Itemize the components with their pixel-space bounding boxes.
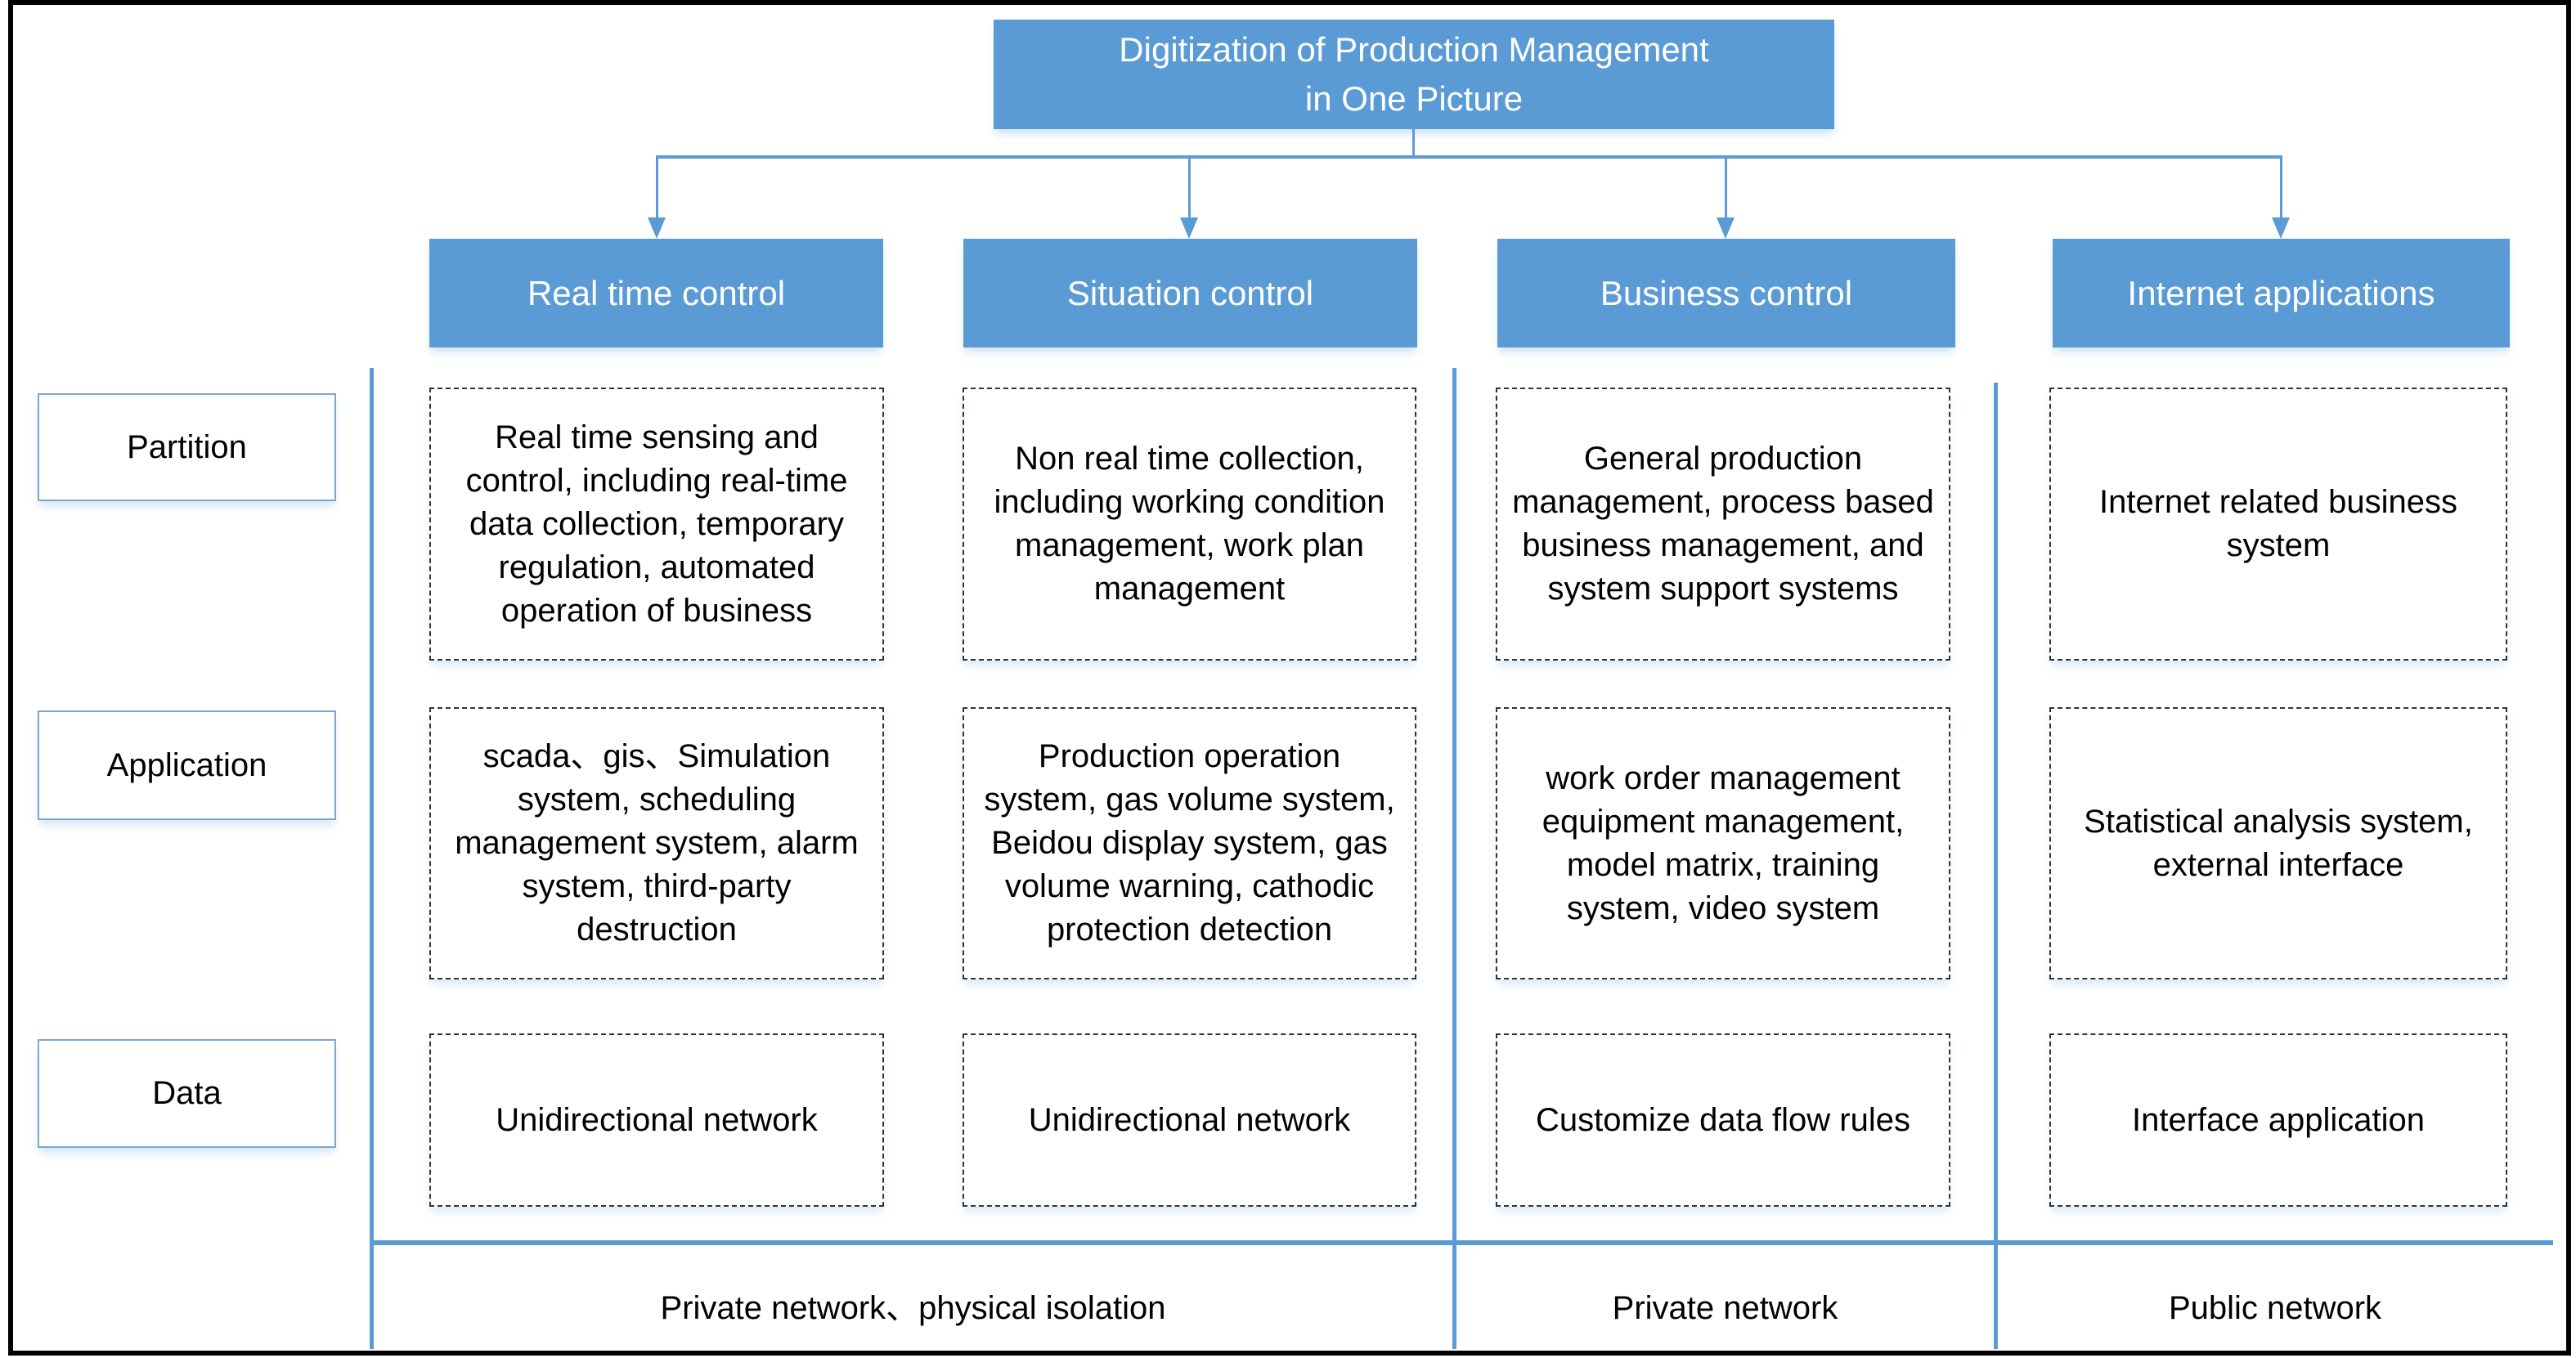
header-business-control: Business control: [1497, 239, 1955, 347]
connector-drop-1: [656, 157, 658, 219]
row-label-application: Application: [38, 710, 336, 820]
application-cell-internet: Statistical analysis system, external in…: [2049, 707, 2507, 979]
divider-private: [1452, 368, 1456, 1349]
cell-text: Customize data flow rules: [1536, 1101, 1910, 1138]
row-label-data: Data: [38, 1039, 336, 1148]
network-label-private-isolated: Private network、physical isolation: [660, 1290, 1166, 1326]
arrow-down-icon: [1717, 217, 1735, 239]
arrow-down-icon: [1180, 217, 1198, 239]
cell-text: Production operation system, gas volume …: [984, 738, 1395, 948]
header-real-time-control: Real time control: [429, 239, 883, 347]
title-line-2: in One Picture: [1304, 79, 1524, 118]
header-situation-control: Situation control: [963, 239, 1417, 347]
data-cell-internet: Interface application: [2049, 1033, 2507, 1207]
partition-cell-business: General production management, process b…: [1496, 388, 1950, 661]
row-label-text: Application: [106, 746, 267, 783]
data-cell-situation: Unidirectional network: [963, 1033, 1416, 1207]
header-internet-applications: Internet applications: [2053, 239, 2510, 347]
partition-cell-real-time: Real time sensing and control, including…: [429, 388, 884, 661]
header-label: Situation control: [1066, 273, 1314, 312]
title-line-1: Digitization of Production Management: [1119, 30, 1709, 69]
divider-left: [370, 368, 374, 1349]
title-box: Digitization of Production Management in…: [994, 20, 1834, 129]
connector-bus: [656, 155, 2282, 159]
outer-frame: [8, 0, 2571, 1356]
cell-text: work order management equipment manageme…: [1542, 760, 1905, 926]
connector-drop-3: [1725, 157, 1727, 219]
application-cell-business: work order management equipment manageme…: [1496, 707, 1950, 979]
cell-text: Interface application: [2131, 1101, 2425, 1138]
cell-text: General production management, process b…: [1512, 441, 1934, 607]
row-label-partition: Partition: [38, 393, 336, 501]
cell-text: Unidirectional network: [1028, 1101, 1351, 1138]
partition-cell-situation: Non real time collection, including work…: [963, 388, 1416, 661]
partition-cell-internet: Internet related business system: [2049, 388, 2507, 661]
header-label: Real time control: [527, 273, 786, 312]
application-cell-situation: Production operation system, gas volume …: [963, 707, 1416, 979]
cell-text: Internet related business system: [2098, 484, 2458, 563]
cell-text: Unidirectional network: [496, 1101, 818, 1138]
row-label-text: Data: [152, 1075, 222, 1111]
arrow-down-icon: [2272, 217, 2290, 239]
connector-drop-2: [1188, 157, 1191, 219]
application-cell-real-time: scada、gis、Simulation system, scheduling …: [429, 707, 884, 979]
connector-trunk: [1412, 129, 1415, 159]
connector-drop-4: [2280, 157, 2282, 219]
header-label: Business control: [1600, 273, 1853, 312]
header-label: Internet applications: [2127, 273, 2435, 312]
cell-text: Real time sensing and control, including…: [465, 419, 848, 629]
network-label-private: Private network: [1612, 1290, 1838, 1326]
network-label-public: Public network: [2168, 1290, 2382, 1326]
row-label-text: Partition: [127, 428, 247, 465]
data-cell-business: Customize data flow rules: [1496, 1033, 1950, 1207]
arrow-down-icon: [648, 217, 666, 239]
data-cell-real-time: Unidirectional network: [429, 1033, 884, 1207]
cell-text: Statistical analysis system, external in…: [2084, 803, 2473, 883]
cell-text: Non real time collection, including work…: [994, 441, 1385, 607]
divider-network: [370, 1240, 2553, 1245]
divider-public: [1994, 383, 1998, 1349]
cell-text: scada、gis、Simulation system, scheduling …: [455, 738, 859, 948]
